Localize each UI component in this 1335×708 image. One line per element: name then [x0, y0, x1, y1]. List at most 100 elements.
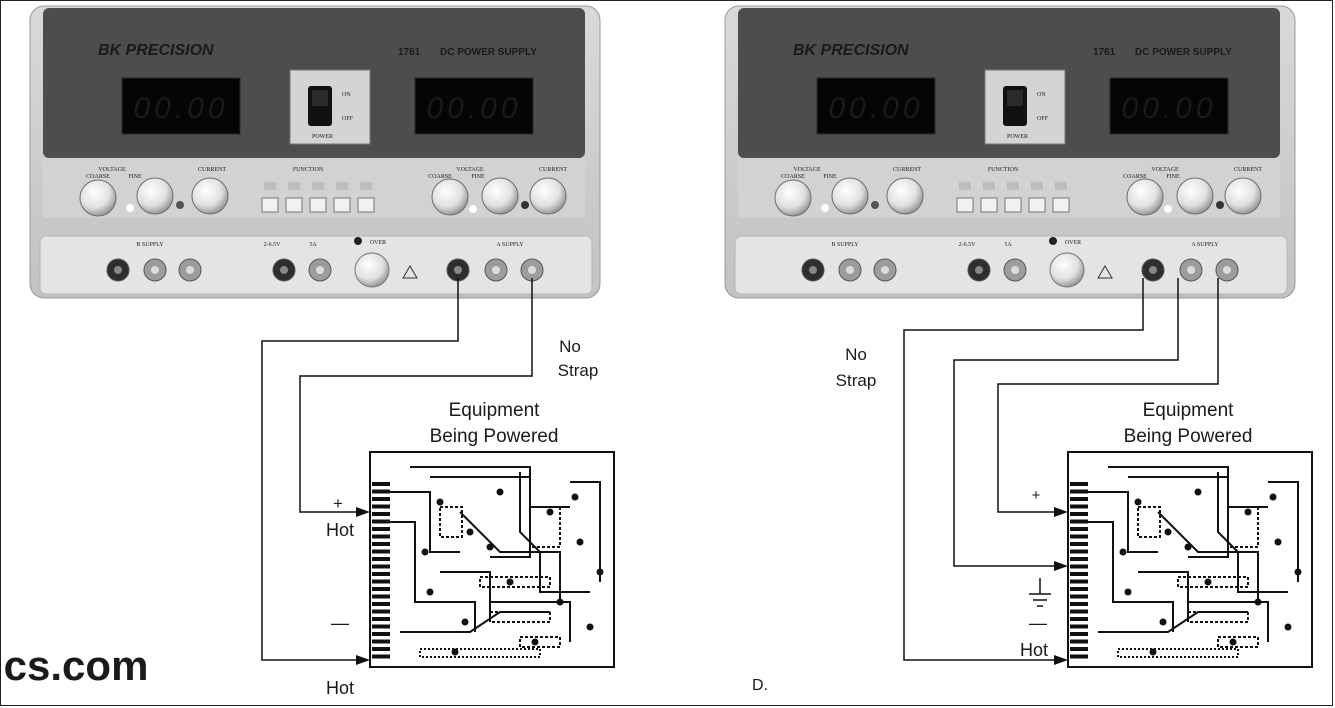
fixed-voltage-label: 2-6.5V — [264, 242, 281, 248]
circuit-board — [1067, 451, 1313, 668]
voltage-display-left — [816, 77, 936, 135]
voltage-label-b: VOLTAGE — [98, 167, 126, 173]
over-label: OVER — [1065, 240, 1081, 246]
switch-off-label: OFF — [342, 116, 354, 122]
function-button — [285, 197, 303, 213]
watermark-text: ics.com — [0, 642, 148, 689]
edge-connector-finger — [1070, 617, 1088, 621]
over-indicator — [354, 237, 362, 245]
edge-connector-finger — [372, 512, 390, 516]
adjust-knob — [191, 177, 229, 215]
coarse-label-b: COARSE — [86, 174, 110, 180]
wire-positive-right — [997, 278, 1219, 513]
board-trace — [570, 481, 601, 582]
board-pad — [1159, 618, 1167, 626]
binding-post-center — [316, 266, 324, 274]
edge-connector-finger — [372, 647, 390, 651]
arrow-ground-right — [1054, 561, 1068, 571]
binding-post-center — [492, 266, 500, 274]
voltage-display-right — [414, 77, 534, 135]
edge-connector-finger — [372, 617, 390, 621]
board-chip — [519, 636, 561, 648]
switch-on-label: ON — [1037, 92, 1046, 98]
edge-connector-finger — [372, 639, 390, 644]
binding-post-center — [975, 266, 983, 274]
fixed-current-label: 5A — [309, 242, 317, 248]
board-pad — [1164, 528, 1172, 536]
current-label-a: CURRENT — [539, 167, 567, 173]
equipment-label-right-line2: Being Powered — [1124, 426, 1253, 447]
board-pad — [421, 548, 429, 556]
board-trace — [1157, 511, 1259, 602]
board-pad — [436, 498, 444, 506]
edge-connector-finger — [372, 572, 390, 576]
edge-connector-finger — [1070, 609, 1088, 614]
board-chip — [1187, 611, 1249, 623]
edge-connector-finger — [1070, 549, 1088, 554]
board-pad — [1244, 508, 1252, 516]
edge-connector-finger — [1070, 482, 1088, 486]
board-trace — [1217, 472, 1288, 593]
no-strap-label-right-line2: Strap — [836, 371, 877, 390]
a-supply-label: A SUPPLY — [496, 242, 524, 248]
board-pad — [1274, 538, 1282, 546]
fine-label-a: FINE — [471, 174, 485, 180]
function-button-caption — [1031, 182, 1043, 190]
edge-connector-finger — [1070, 512, 1088, 516]
adjust-knob — [136, 177, 174, 215]
wire-ground-right — [953, 278, 1179, 567]
edge-connector-finger — [372, 654, 390, 659]
board-outline — [1067, 451, 1313, 668]
function-button — [956, 197, 974, 213]
equipment-label-left: Equipment — [449, 400, 541, 421]
board-pad — [1204, 578, 1212, 586]
adjust-knob — [1126, 178, 1164, 216]
board-pad — [1119, 548, 1127, 556]
edge-connector-finger — [372, 519, 390, 524]
board-chip — [439, 506, 463, 538]
switch-off-label: OFF — [1037, 116, 1049, 122]
board-pad — [596, 568, 604, 576]
indicator-led — [1216, 201, 1224, 209]
display-readout-left: 00.00 — [828, 92, 923, 125]
board-trace — [1268, 481, 1299, 582]
binding-post-center — [846, 266, 854, 274]
adjust-knob — [774, 179, 812, 217]
binding-post-center — [1149, 266, 1157, 274]
arrow-negative-right — [1054, 655, 1068, 665]
product-name: DC POWER SUPPLY — [1135, 47, 1232, 58]
no-strap-label-left-line2: Strap — [558, 361, 599, 380]
function-button-caption — [360, 182, 372, 190]
indicator-led — [821, 204, 829, 212]
minus-label-right: — — [1029, 613, 1047, 633]
adjust-knob — [886, 177, 924, 215]
edge-connector-finger — [1070, 519, 1088, 524]
fixed-current-label: 5A — [1004, 242, 1012, 248]
adjust-knob — [79, 179, 117, 217]
adjust-knob — [831, 177, 869, 215]
board-trace — [459, 511, 561, 602]
edge-connector-finger — [372, 549, 390, 554]
edge-connector-finger — [372, 594, 390, 599]
board-trace — [440, 571, 491, 622]
edge-connector-finger — [372, 579, 390, 584]
edge-connector-finger — [1070, 497, 1088, 501]
function-button-caption — [264, 182, 276, 190]
function-button — [1004, 197, 1022, 213]
adjust-knob — [481, 177, 519, 215]
warning-triangle — [402, 265, 418, 279]
wire-negative-left — [261, 278, 459, 661]
indicator-led — [469, 205, 477, 213]
function-button-caption — [1055, 182, 1067, 190]
indicator-led — [176, 201, 184, 209]
board-outline — [369, 451, 615, 668]
arrow-positive-right — [1054, 507, 1068, 517]
board-chip — [479, 576, 551, 588]
function-button-caption — [336, 182, 348, 190]
board-trace — [390, 491, 460, 553]
hot-label-right-bottom: Hot — [1020, 640, 1048, 660]
over-label: OVER — [370, 240, 386, 246]
